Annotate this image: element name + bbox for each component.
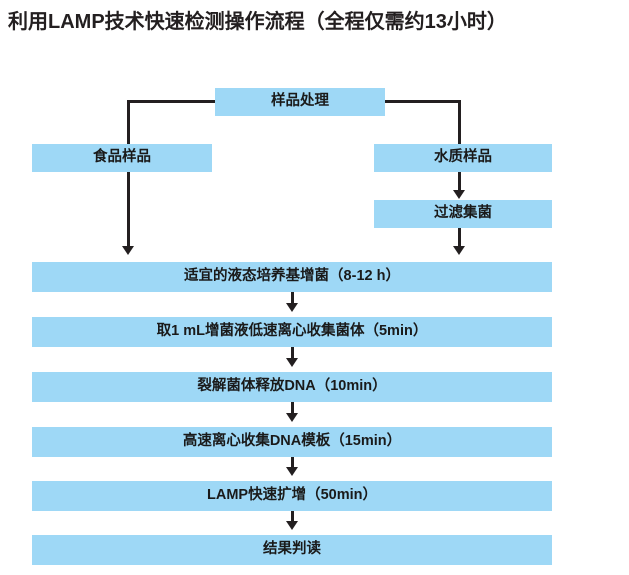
connector-water-to-filter xyxy=(458,172,461,192)
connector-sample-to-left xyxy=(127,100,217,103)
node-high-speed-centrifuge[interactable]: 高速离心收集DNA模板（15min） xyxy=(32,427,552,457)
node-water-sample[interactable]: 水质样品 xyxy=(374,144,552,172)
connector-lowspin-to-lysis xyxy=(291,347,294,363)
connector-filter-to-enrichment xyxy=(458,228,461,248)
arrowhead-filter-to-enrichment xyxy=(453,246,465,255)
node-sample-processing[interactable]: 样品处理 xyxy=(215,88,385,116)
connector-lysis-to-template xyxy=(291,402,294,418)
node-food-sample[interactable]: 食品样品 xyxy=(32,144,212,172)
node-result-readout[interactable]: 结果判读 xyxy=(32,535,552,565)
arrowhead-water-to-filter xyxy=(453,190,465,199)
connector-template-to-lamp xyxy=(291,457,294,472)
connector-food-to-enrichment xyxy=(127,172,130,248)
node-lysis-release-dna[interactable]: 裂解菌体释放DNA（10min） xyxy=(32,372,552,402)
arrowhead-template-to-lamp xyxy=(286,467,298,476)
node-low-speed-centrifuge[interactable]: 取1 mL增菌液低速离心收集菌体（5min） xyxy=(32,317,552,347)
arrowhead-lysis-to-template xyxy=(286,413,298,422)
connector-drop-water xyxy=(458,100,461,146)
node-enrichment[interactable]: 适宜的液态培养基增菌（8-12 h） xyxy=(32,262,552,292)
arrowhead-enrichment-to-lowspin xyxy=(286,303,298,312)
connector-sample-to-right xyxy=(383,100,461,103)
arrowhead-lamp-to-readout xyxy=(286,521,298,530)
page-title: 利用LAMP技术快速检测操作流程（全程仅需约13小时） xyxy=(8,11,507,33)
arrowhead-food-to-enrichment xyxy=(122,246,134,255)
node-filter-collect[interactable]: 过滤集菌 xyxy=(374,200,552,228)
connector-lamp-to-readout xyxy=(291,511,294,526)
connector-drop-food xyxy=(127,100,130,146)
arrowhead-lowspin-to-lysis xyxy=(286,358,298,367)
node-lamp-amplification[interactable]: LAMP快速扩增（50min） xyxy=(32,481,552,511)
connector-enrichment-to-lowspin xyxy=(291,292,294,308)
